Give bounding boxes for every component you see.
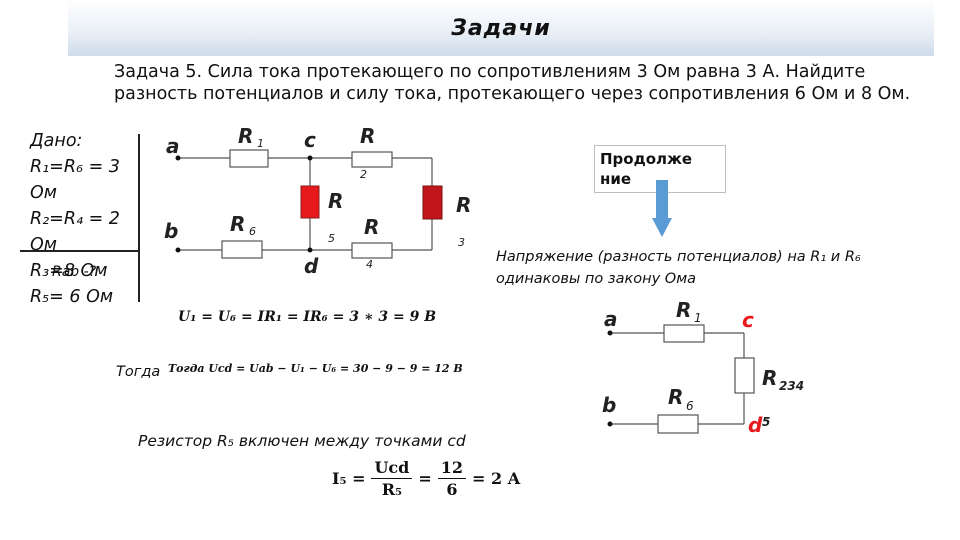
i5-denominator: R₅ <box>381 480 403 499</box>
r234-extra: 5 <box>762 415 770 429</box>
resistor-r1 <box>229 149 269 168</box>
r2-label: R <box>360 124 375 148</box>
r5-label: R <box>328 189 343 213</box>
resistor-r3 <box>422 185 443 220</box>
i5-equals: = <box>418 469 432 488</box>
resistor-r4 <box>351 242 393 259</box>
r2-sub: 2 <box>360 168 367 181</box>
r4-label: R <box>364 215 379 239</box>
r3-label: R <box>456 193 471 217</box>
given-line2: R₂=R₄ = 2 <box>30 209 120 229</box>
resistor2-r1 <box>663 324 705 343</box>
node-d-label: d <box>304 254 319 278</box>
resistor2-r234 <box>734 357 755 394</box>
i5-lhs: I₅ = <box>332 469 366 488</box>
r1b-sub: 1 <box>694 311 702 325</box>
r5-note: Резистор R₅ включен между точками cd <box>138 432 466 450</box>
given-line1: R₁=R₆ = 3 <box>30 157 120 177</box>
formula-i5: I₅ = Ucd R₅ = 12 6 = 2 A <box>332 458 520 499</box>
header-bar: Задачи <box>68 0 934 56</box>
resistor-r6 <box>221 240 263 259</box>
node2-a-label: a <box>604 307 618 331</box>
given-line2b: Ом <box>30 235 57 255</box>
r1-sub: 1 <box>257 137 264 150</box>
r234-label: R <box>762 366 777 390</box>
node-a-label: a <box>166 134 180 158</box>
given-line1b: Ом <box>30 183 57 203</box>
i5-numerator: Ucd <box>371 458 413 479</box>
r1b-label: R <box>676 298 691 322</box>
i5-result: = 2 A <box>472 469 521 488</box>
resistor-r2 <box>351 151 393 168</box>
fraction-12-6: 12 6 <box>437 458 467 499</box>
continue-box: Продолже ние <box>594 145 726 193</box>
given-divider-horizontal <box>20 250 140 252</box>
node2-c-label: c <box>742 308 754 332</box>
given-divider-vertical <box>138 134 140 302</box>
given-block: Дано: R₁=R₆ = 3 Ом R₂=R₄ = 2 Ом R₃=8 Ом … <box>20 128 140 310</box>
i5-denominator2: 6 <box>446 480 458 499</box>
node-b-label: b <box>164 219 178 243</box>
voltage-note: Напряжение (разность потенциалов) на R₁ … <box>496 249 861 287</box>
node2-b-label: b <box>602 393 616 417</box>
r6-label: R <box>230 212 245 236</box>
r4-sub: 4 <box>366 258 373 271</box>
r6-sub: 6 <box>249 225 256 238</box>
problem-statement: Задача 5. Сила тока протекающего по сопр… <box>114 62 911 104</box>
r6b-sub: 6 <box>686 399 694 413</box>
formula-u1: U₁ = U₆ = IR₁ = IR₆ = 3 ∗ 3 = 9 B <box>178 309 437 325</box>
resistor2-r6 <box>657 414 699 434</box>
fraction-ucd-r5: Ucd R₅ <box>371 458 413 499</box>
node2-d-label: d <box>748 413 763 437</box>
r3-sub: 3 <box>458 236 465 249</box>
given-find: Rab -? <box>52 264 97 280</box>
r5-sub: 5 <box>328 232 335 245</box>
given-line3: R₃=8 Ом <box>30 261 108 281</box>
resistor-r5 <box>300 185 320 219</box>
i5-numerator2: 12 <box>437 458 467 479</box>
node-c-label: c <box>304 128 316 152</box>
togda-label: Тогда <box>116 364 161 380</box>
r1-label: R <box>238 124 253 148</box>
formula-ucd: Тогда Ucd = Uab − U₁ − U₆ = 30 − 9 − 9 =… <box>168 362 463 375</box>
down-arrow-icon <box>652 180 672 237</box>
r6b-label: R <box>668 385 683 409</box>
given-line4: R₅= 6 Ом <box>30 287 114 307</box>
r234-sub: 234 <box>779 379 804 393</box>
page-title: Задачи <box>451 16 551 41</box>
given-heading: Дано: <box>30 131 83 151</box>
